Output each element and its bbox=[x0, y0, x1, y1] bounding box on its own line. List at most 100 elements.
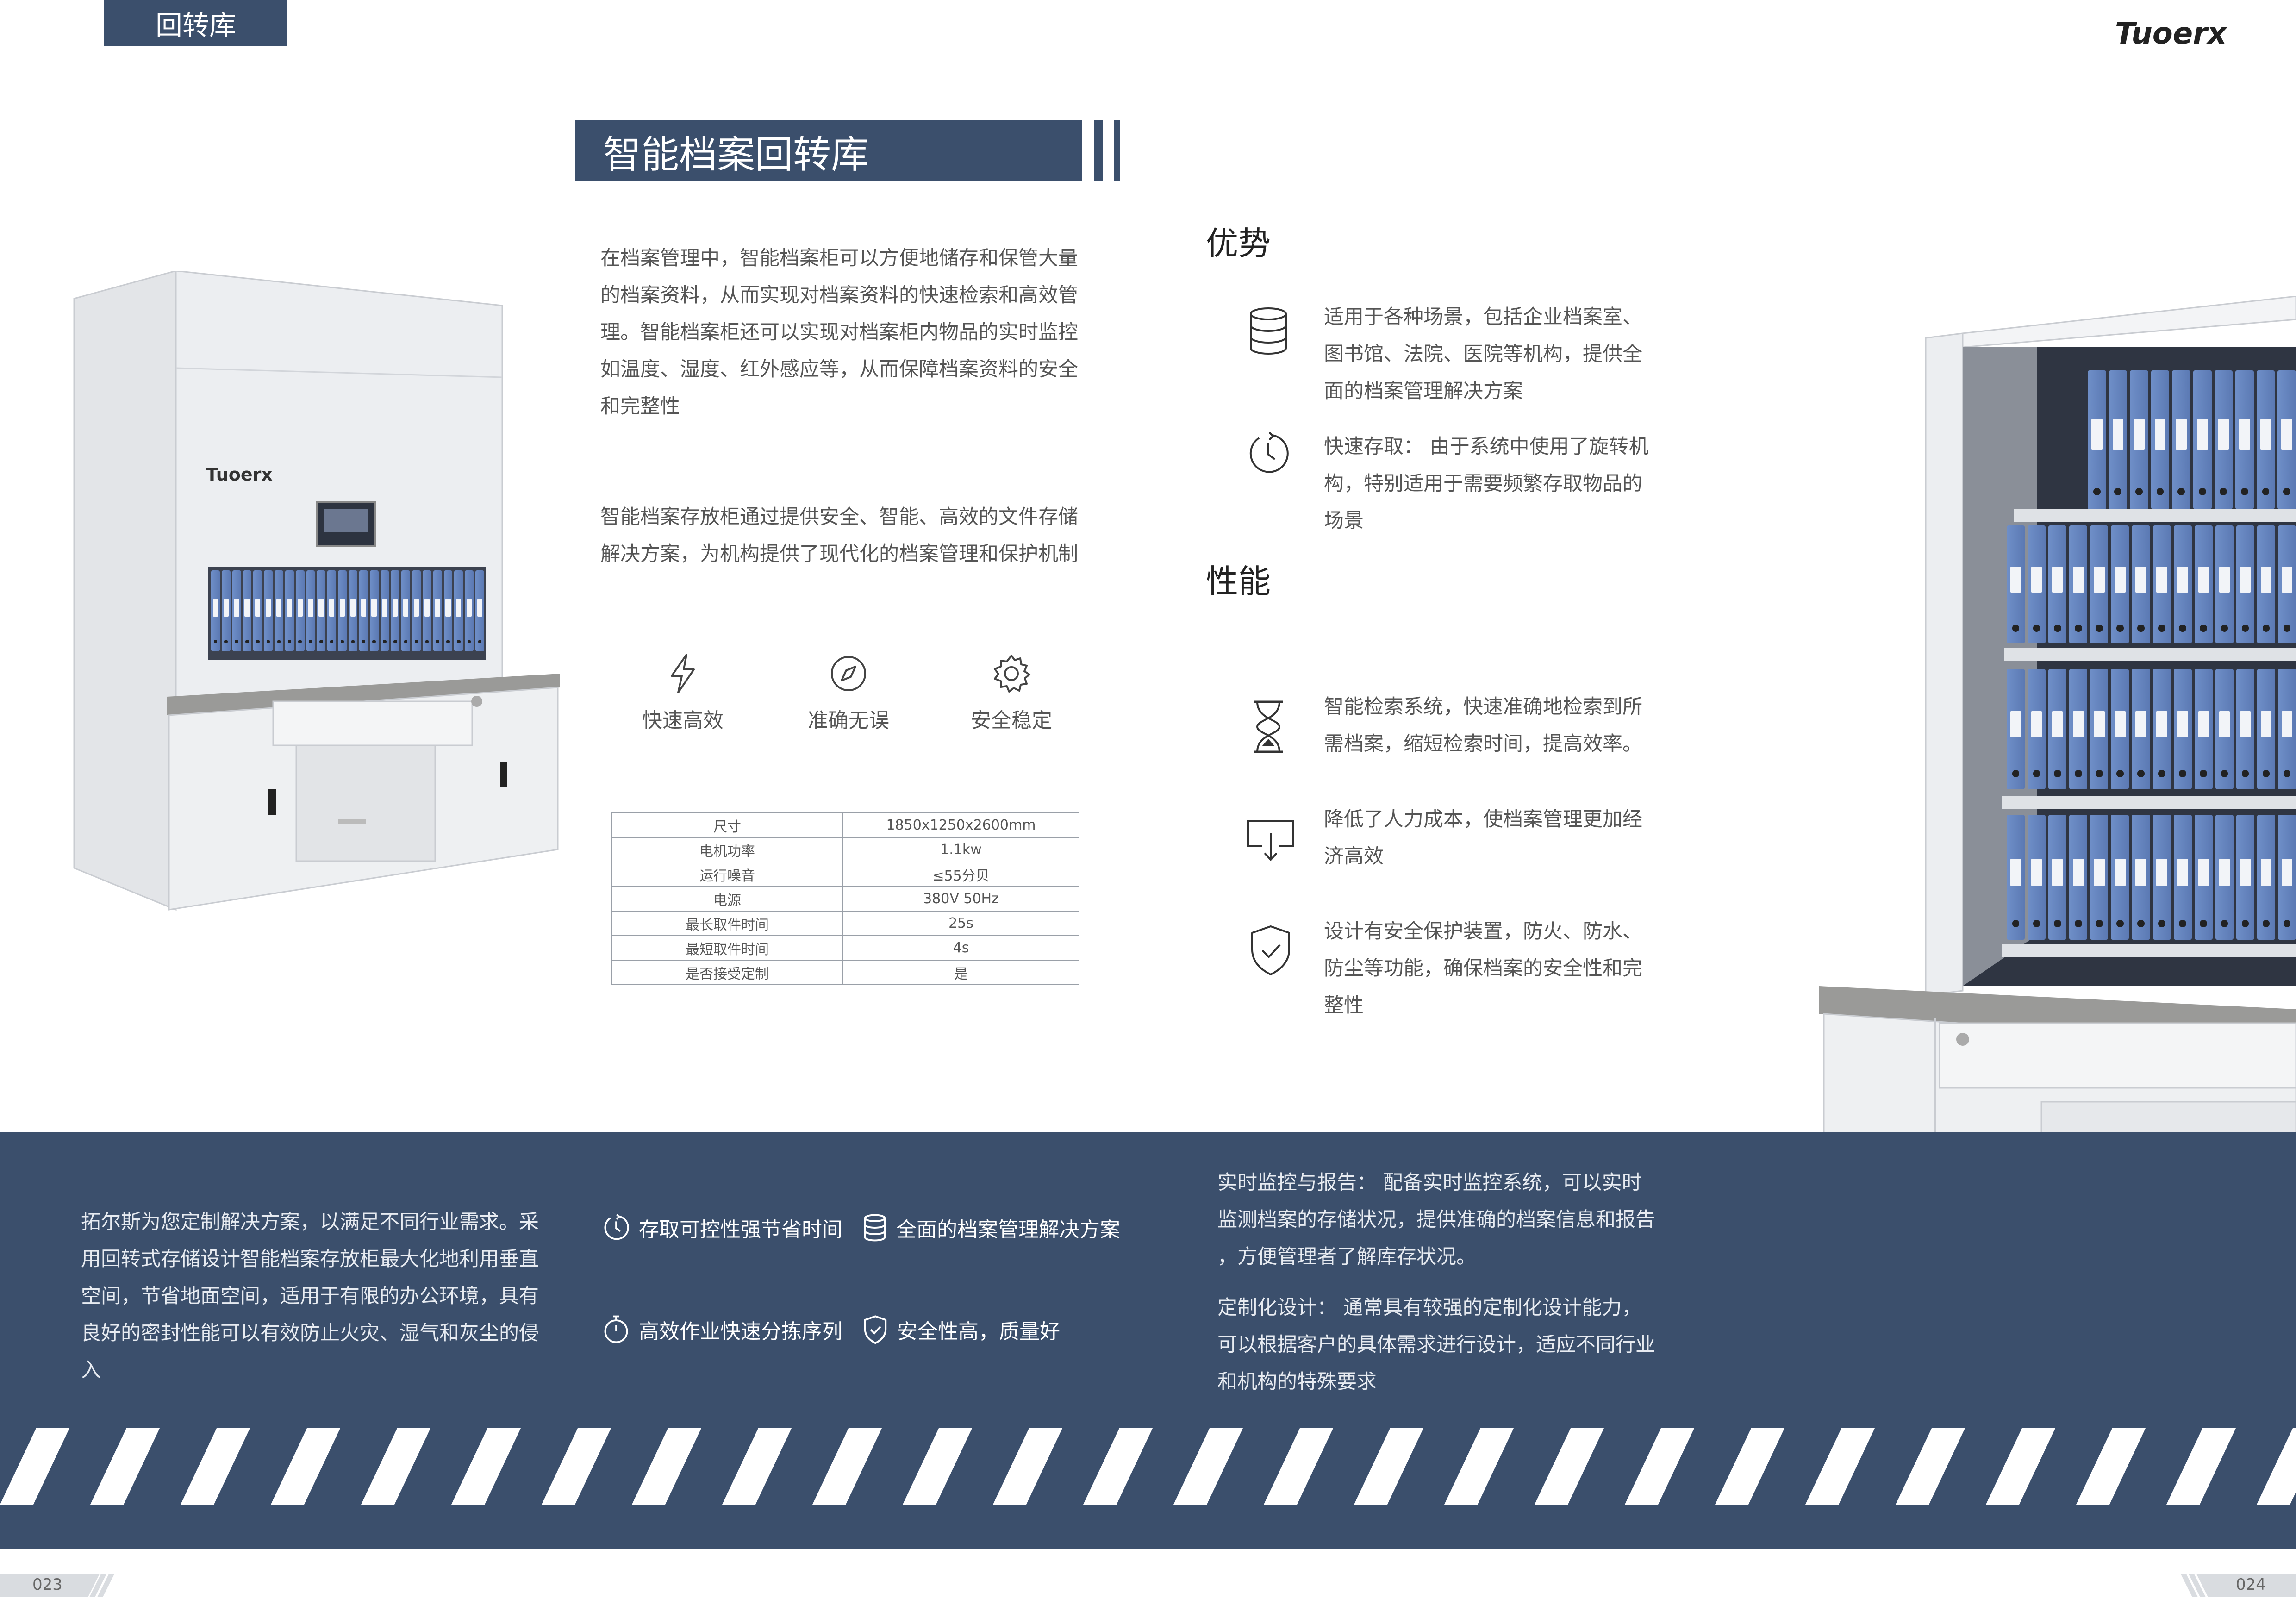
binder bbox=[2132, 525, 2150, 643]
stripe bbox=[271, 1428, 340, 1505]
spec-label: 最长取件时间 bbox=[611, 911, 843, 936]
spec-value: 是 bbox=[842, 960, 1080, 985]
stripe bbox=[1715, 1428, 1784, 1505]
stripe bbox=[1173, 1428, 1243, 1505]
binder bbox=[2173, 525, 2192, 643]
band-line: 实时监控与报告： 配备实时监控系统，可以实时 bbox=[1217, 1171, 1642, 1194]
advantage-line: 场景 bbox=[1324, 509, 1364, 532]
binder bbox=[2277, 370, 2296, 509]
lightning-icon bbox=[671, 654, 695, 693]
download-icon bbox=[1247, 820, 1294, 861]
binder bbox=[2111, 525, 2129, 643]
advantages-heading: 优势 bbox=[1206, 225, 1271, 262]
performance-icon bbox=[1250, 699, 1287, 756]
feature-label: 安全稳定 bbox=[971, 709, 1052, 732]
feature-label: 快速高效 bbox=[642, 709, 724, 732]
binder bbox=[2007, 815, 2025, 940]
stripe bbox=[632, 1428, 701, 1505]
stripe bbox=[1444, 1428, 1514, 1505]
shield-check-icon bbox=[1251, 925, 1290, 975]
feature-label: 准确无误 bbox=[808, 709, 889, 732]
binder bbox=[2194, 525, 2213, 643]
band-feature-label: 高效作业快速分拣序列 bbox=[639, 1320, 842, 1343]
gear-icon bbox=[994, 655, 1030, 693]
binder bbox=[2236, 669, 2254, 789]
binder bbox=[2215, 525, 2234, 643]
binder bbox=[433, 570, 442, 651]
advantage-icon bbox=[1245, 306, 1292, 358]
spec-value: 4s bbox=[842, 935, 1080, 961]
stripe bbox=[1264, 1428, 1333, 1505]
stripe bbox=[1986, 1428, 2055, 1505]
band-line: 监测档案的存储状况，提供准确的档案信息和报告 bbox=[1217, 1208, 1655, 1231]
binder bbox=[454, 570, 463, 651]
band-feature: 高效作业快速分拣序列 bbox=[602, 1315, 842, 1344]
binder bbox=[2007, 525, 2025, 643]
advantage-item: 快速存取： 由于系统中使用了旋转机构，特别适用于需要频繁存取物品的场景 bbox=[1324, 428, 1694, 539]
hourglass-icon bbox=[1254, 700, 1283, 753]
performance-item: 降低了人力成本，使档案管理更加经济高效 bbox=[1324, 801, 1694, 875]
binder bbox=[2048, 669, 2067, 789]
binder bbox=[2236, 815, 2254, 940]
database-icon bbox=[1250, 307, 1287, 355]
title-stripe bbox=[1114, 120, 1120, 181]
binder bbox=[2173, 815, 2192, 940]
shield-check-icon bbox=[864, 1315, 887, 1344]
binder bbox=[359, 570, 368, 651]
binder bbox=[369, 570, 379, 651]
binder bbox=[391, 570, 400, 651]
stripe bbox=[0, 1428, 69, 1505]
binder bbox=[2151, 370, 2170, 509]
binder bbox=[2257, 525, 2276, 643]
stripe-pattern bbox=[0, 1428, 2296, 1505]
brand-logo: Tuoerx bbox=[2115, 17, 2227, 51]
binder bbox=[2048, 525, 2067, 643]
binder-row bbox=[2088, 370, 2296, 509]
binder bbox=[2088, 370, 2106, 509]
binder bbox=[2069, 525, 2088, 643]
binder bbox=[412, 570, 421, 651]
compass-icon bbox=[831, 656, 866, 691]
band-line: ，方便管理者了解库存状况。 bbox=[1217, 1245, 1476, 1268]
binder bbox=[2028, 525, 2046, 643]
spec-row: 运行噪音≤55分贝 bbox=[611, 862, 1080, 887]
page-number-right-bar bbox=[2176, 1574, 2296, 1597]
intro-paragraph: 在档案管理中，智能档案柜可以方便地储存和保管大量的档案资料，从而实现对档案资料的… bbox=[600, 240, 1110, 425]
binder bbox=[465, 570, 474, 651]
binder bbox=[2111, 815, 2129, 940]
binder bbox=[2193, 370, 2212, 509]
title-stripe bbox=[1094, 120, 1103, 181]
stripe bbox=[1354, 1428, 1423, 1505]
binder-row bbox=[211, 570, 484, 651]
binder bbox=[2235, 370, 2254, 509]
binder bbox=[2007, 669, 2025, 789]
stripe bbox=[993, 1428, 1062, 1505]
binder bbox=[443, 570, 453, 651]
binder bbox=[2257, 669, 2276, 789]
database-icon bbox=[864, 1214, 886, 1242]
stripe bbox=[1805, 1428, 1875, 1505]
band-line: 空间，节省地面空间，适用于有限的办公环境，具有 bbox=[81, 1285, 539, 1308]
binder bbox=[253, 570, 262, 651]
binder bbox=[2194, 669, 2213, 789]
band-feature-label: 存取可控性强节省时间 bbox=[639, 1218, 842, 1242]
band-line: 良好的密封性能可以有效防止火灾、湿气和灰尘的侵 bbox=[81, 1322, 539, 1345]
spec-value: 25s bbox=[842, 911, 1080, 936]
advantage-line: 快速存取： 由于系统中使用了旋转机 bbox=[1324, 435, 1649, 458]
intro-line: 解决方案，为机构提供了现代化的档案管理和保护机制 bbox=[600, 543, 1078, 566]
spec-value: 1.1kw bbox=[842, 837, 1080, 862]
spec-label: 是否接受定制 bbox=[611, 960, 843, 985]
binder bbox=[2028, 815, 2046, 940]
binder bbox=[2215, 815, 2234, 940]
intro-line: 的档案资料，从而实现对档案资料的快速检索和高效管 bbox=[600, 284, 1078, 307]
binder bbox=[2069, 669, 2088, 789]
performance-line: 智能检索系统，快速准确地检索到所 bbox=[1324, 695, 1642, 718]
binder bbox=[327, 570, 337, 651]
intro-line: 如温度、湿度、红外感应等，从而保障档案资料的安全 bbox=[600, 358, 1078, 381]
band-feature: 安全性高，质量好 bbox=[862, 1315, 1060, 1344]
binder bbox=[2130, 370, 2148, 509]
band-left-text: 拓尔斯为您定制解决方案，以满足不同行业需求。采用回转式存储设计智能档案存放柜最大… bbox=[81, 1204, 562, 1389]
